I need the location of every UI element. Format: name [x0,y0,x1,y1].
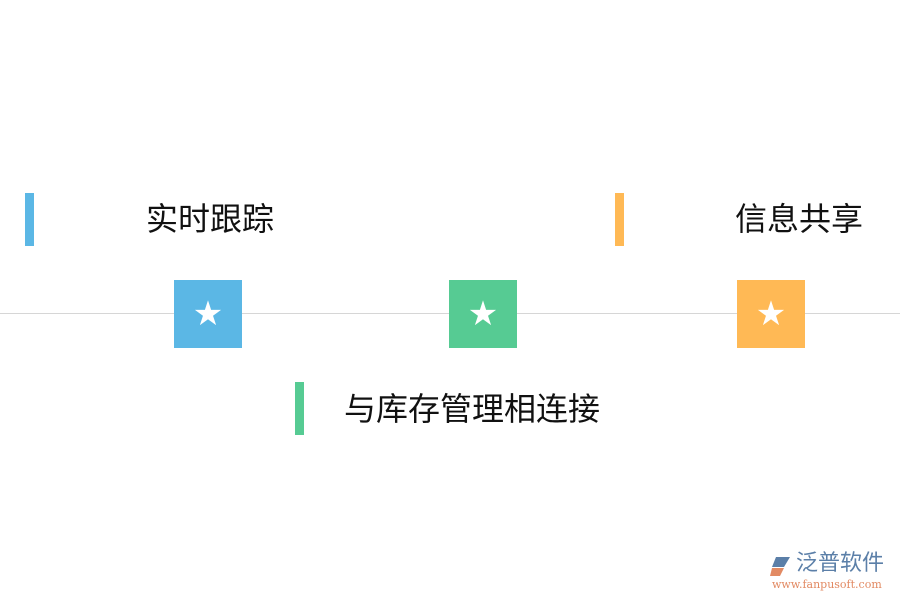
accent-bar-inventory-link [295,382,304,435]
node-realtime-tracking: ★ [174,280,242,348]
star-icon: ★ [192,294,224,334]
label-inventory-link: 与库存管理相连接 [344,390,601,428]
star-icon: ★ [467,294,499,334]
watermark-logo: 泛普软件 www.fanpusoft.com [770,553,895,595]
node-info-sharing: ★ [737,280,805,348]
label-info-sharing: 信息共享 [735,200,864,238]
fanpu-logo-icon [770,557,790,576]
star-icon: ★ [755,294,787,334]
watermark-url: www.fanpusoft.com [772,578,882,591]
watermark-name: 泛普软件 [796,551,885,576]
accent-bar-realtime-tracking [25,193,34,246]
accent-bar-info-sharing [615,193,624,246]
label-realtime-tracking: 实时跟踪 [146,200,275,238]
node-inventory-link: ★ [449,280,517,348]
